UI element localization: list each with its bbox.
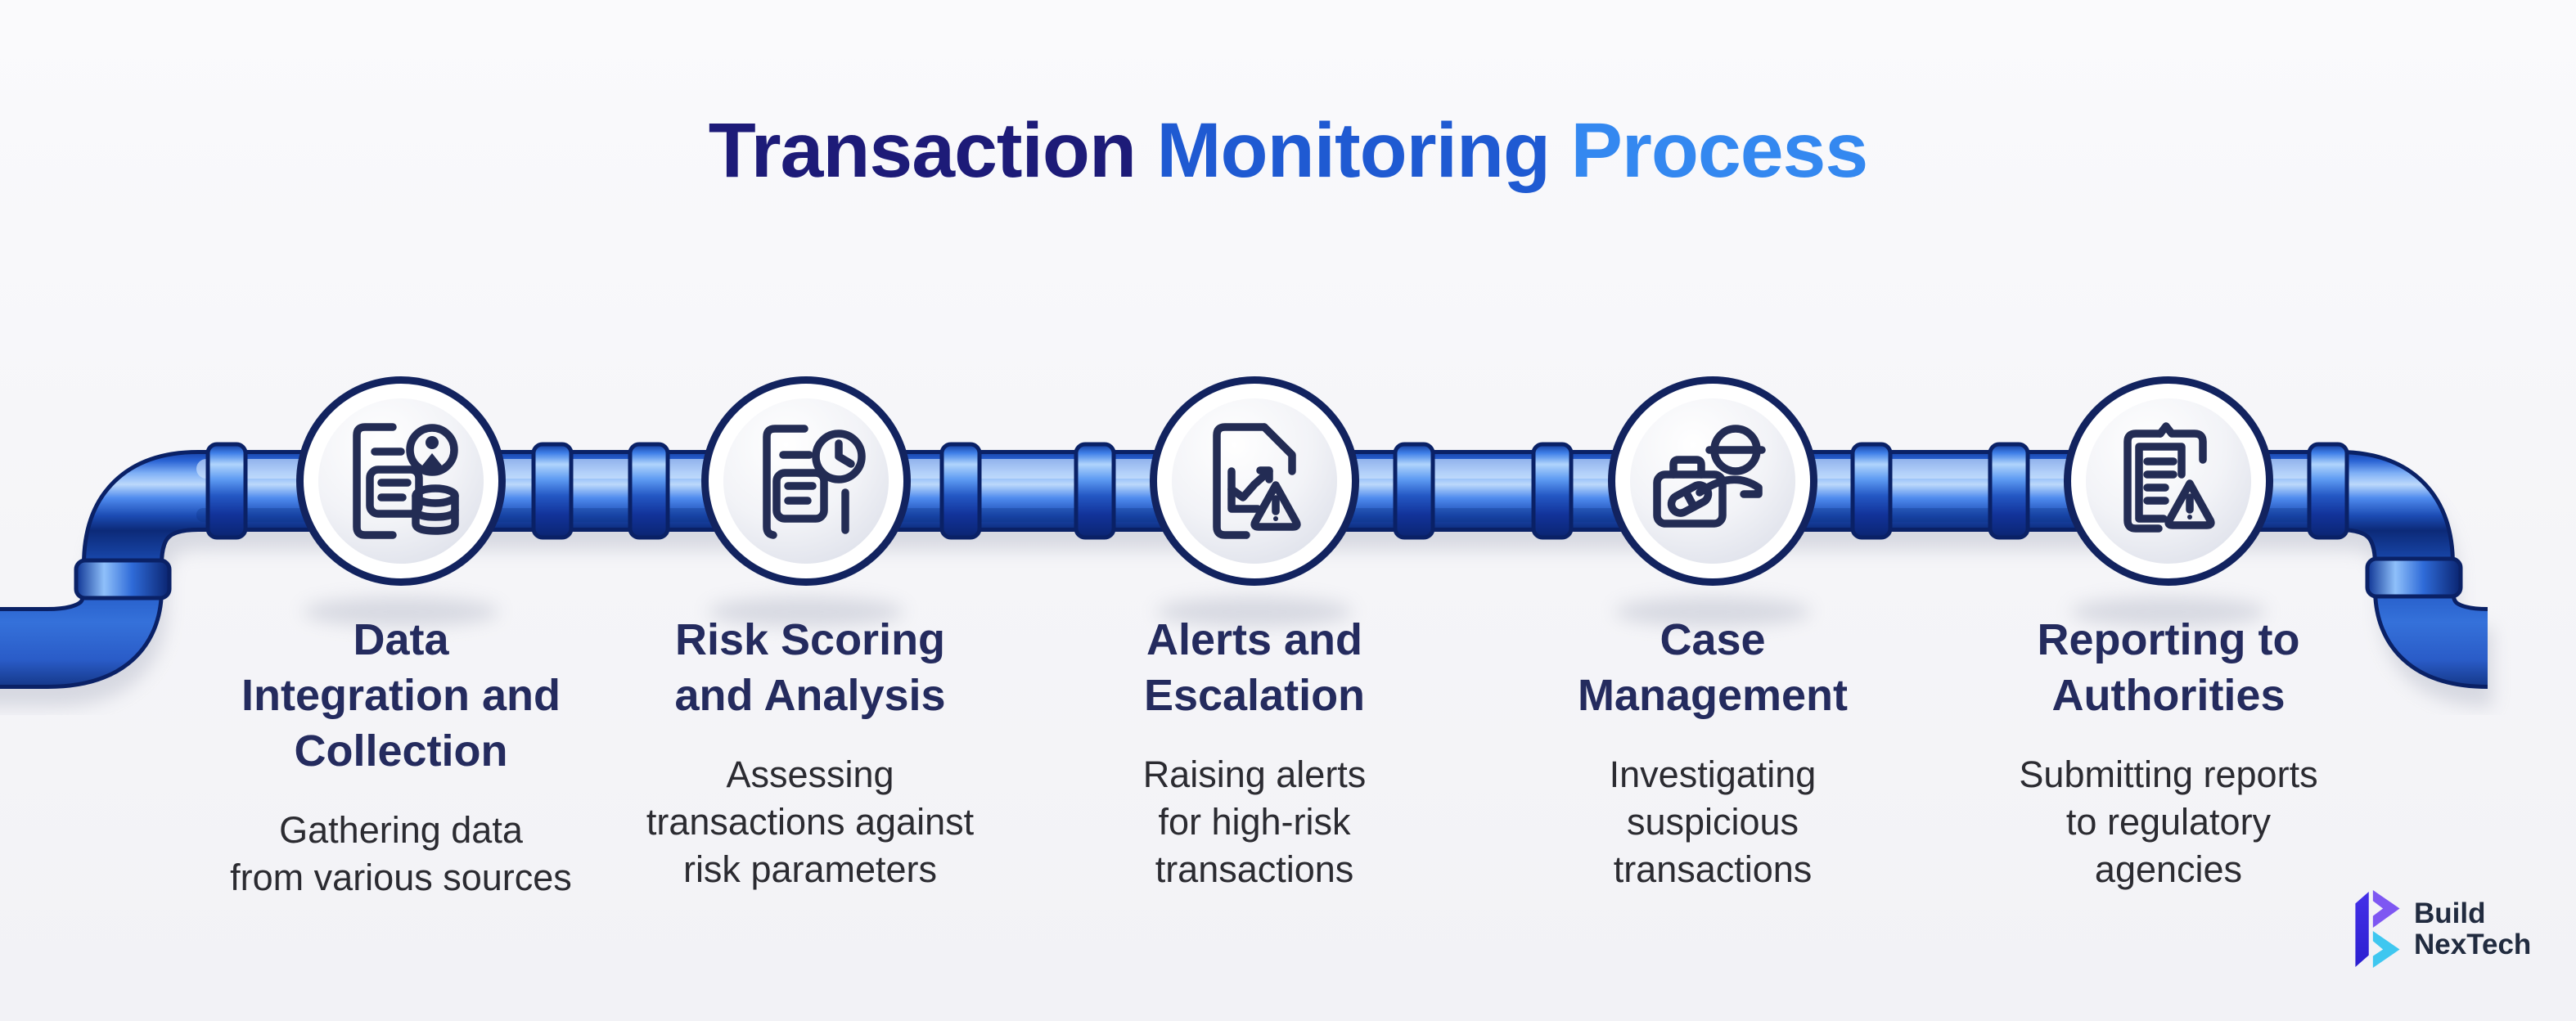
- pipe-collar: [205, 442, 248, 540]
- document-user-database-icon: [353, 423, 459, 539]
- step-description: Investigating suspicious transactions: [1500, 751, 1925, 893]
- step-desc-line: to regulatory: [2065, 801, 2272, 843]
- pipe-collar: [939, 442, 982, 540]
- chart-document-warning-icon: [1213, 423, 1301, 539]
- step-3: Alerts and Escalation Raising alerts for…: [1042, 612, 1467, 893]
- step-title-line: Escalation: [1143, 671, 1366, 720]
- step-2: Risk Scoring and Analysis Assessing tran…: [597, 612, 1023, 893]
- pipeline-nodes: [296, 376, 2273, 586]
- pipe-collar: [531, 442, 574, 540]
- step-title: Reporting to Authorities: [1956, 612, 2381, 723]
- brand-logo: Build NexTech: [2355, 890, 2531, 969]
- pipe-collar: [1531, 442, 1574, 540]
- clipboard-warning-icon: [2123, 422, 2215, 533]
- title-word-process: Process: [1570, 107, 1869, 194]
- step-title-line: Integration and: [241, 671, 561, 720]
- step-node-2: [701, 376, 911, 586]
- step-title-line: Authorities: [2051, 671, 2286, 720]
- step-desc-line: transactions: [1613, 848, 1813, 890]
- pipe-collar: [1393, 442, 1435, 540]
- step-desc-line: from various sources: [230, 857, 572, 898]
- step-title-line: Case: [1660, 615, 1766, 664]
- step-desc-line: Investigating: [1609, 753, 1817, 795]
- pipe-collar: [1074, 442, 1116, 540]
- step-title: Case Management: [1500, 612, 1925, 723]
- step-5: Reporting to Authorities Submitting repo…: [1956, 612, 2381, 893]
- step-title-line: Alerts and: [1146, 615, 1363, 664]
- step-4: Case Management Investigating suspicious…: [1500, 612, 1925, 893]
- pipe-collar-vertical: [74, 558, 172, 600]
- step-desc-line: risk parameters: [682, 848, 938, 890]
- step-title-line: and Analysis: [674, 671, 946, 720]
- step-desc-line: Assessing: [726, 753, 894, 795]
- title-word-monitoring: Monitoring: [1156, 107, 1551, 194]
- step-desc-line: Submitting reports: [2019, 753, 2318, 795]
- briefcase-investigator-icon: [1653, 425, 1766, 528]
- logo-text: Build NexTech: [2414, 898, 2531, 960]
- step-description: Raising alerts for high-risk transaction…: [1042, 751, 1467, 893]
- pipe-collar: [1850, 442, 1893, 540]
- step-title: Risk Scoring and Analysis: [597, 612, 1023, 723]
- title-word-transaction: Transaction: [708, 107, 1137, 194]
- step-desc-line: transactions against: [646, 801, 975, 843]
- document-clock-icon: [763, 425, 866, 539]
- logo-line-2: NexTech: [2414, 929, 2532, 960]
- step-node-1: [296, 376, 506, 586]
- step-title-line: Collection: [294, 726, 508, 776]
- step-title: Data Integration and Collection: [188, 612, 614, 779]
- logo-line-1: Build: [2414, 897, 2486, 929]
- pipe-collar-vertical: [2365, 556, 2463, 599]
- step-node-5: [2064, 376, 2273, 586]
- step-desc-line: suspicious: [1626, 801, 1799, 843]
- step-desc-line: Raising alerts: [1142, 753, 1367, 795]
- step-title: Alerts and Escalation: [1042, 612, 1467, 723]
- step-node-3: [1150, 376, 1359, 586]
- step-title-line: Risk Scoring: [674, 615, 946, 664]
- step-desc-line: for high-risk: [1158, 801, 1351, 843]
- step-description: Assessing transactions against risk para…: [597, 751, 1023, 893]
- step-desc-line: transactions: [1155, 848, 1354, 890]
- build-nextech-logo-icon: [2355, 890, 2400, 968]
- pipe-collar: [2307, 442, 2349, 540]
- step-title-line: Reporting to: [2037, 615, 2300, 664]
- page-title: Transaction Monitoring Process: [0, 106, 2576, 196]
- step-description: Gathering data from various sources: [188, 807, 614, 902]
- pipe-collar: [1988, 442, 2030, 540]
- pipe-collar: [628, 442, 670, 540]
- pipe-collars: [74, 442, 2463, 600]
- step-description: Submitting reports to regulatory agencie…: [1956, 751, 2381, 893]
- step-desc-line: Gathering data: [279, 809, 523, 851]
- step-title-line: Data: [353, 615, 449, 664]
- step-node-4: [1608, 376, 1817, 586]
- step-1: Data Integration and Collection Gatherin…: [188, 612, 614, 902]
- step-title-line: Management: [1577, 671, 1849, 720]
- step-desc-line: agencies: [2094, 848, 2243, 890]
